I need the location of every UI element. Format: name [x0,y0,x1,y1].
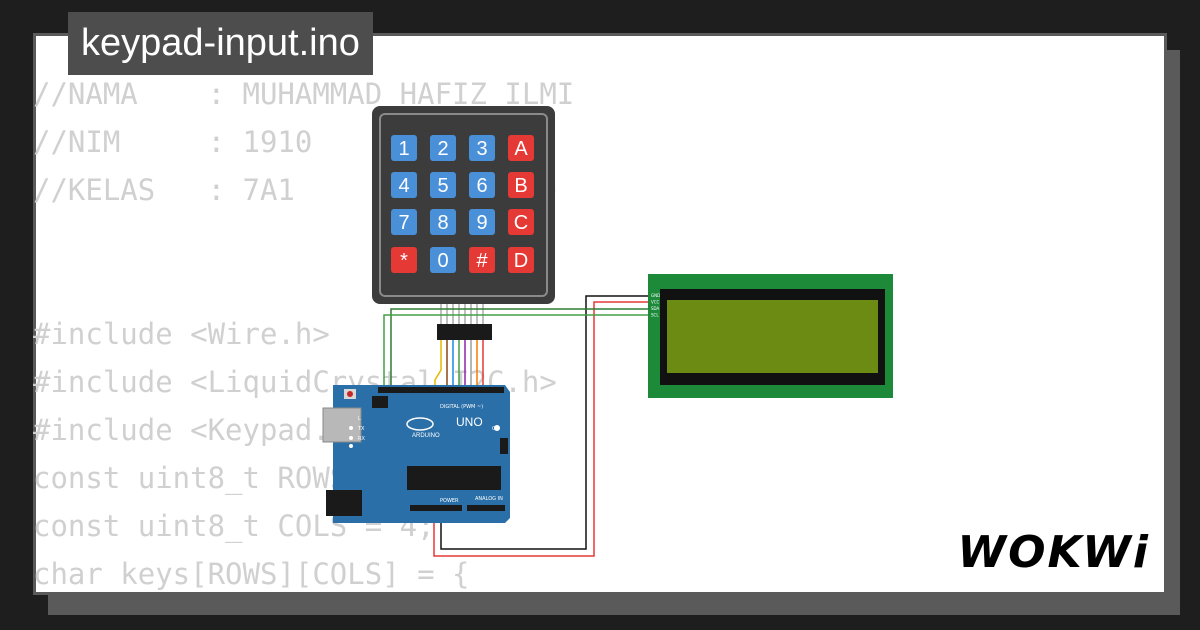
keypad-key-label: 1 [398,138,409,160]
power-header [410,505,462,511]
arduino-uno: TX RX L ON DIGITAL (PWM ~) ANALOG IN POW… [322,385,510,523]
keypad: 1 2 3 A 4 5 6 B 7 8 9 C * 0 # D [372,106,555,340]
keypad-key[interactable] [508,247,534,273]
keypad-key-label: 9 [476,212,487,234]
arduino-infinity-icon [406,417,434,431]
lcd-pin-label: SDA [651,306,660,311]
keypad-key[interactable] [508,135,534,161]
keypad-key[interactable] [391,247,417,273]
keypad-key-label: 3 [476,138,487,160]
code-line: char keys[ROWS][COLS] = { [33,557,470,591]
on-label: ON [492,426,500,432]
keypad-key-label: B [514,175,527,197]
board-brand: ARDUINO [412,433,440,439]
file-title: keypad-input.ino [68,12,373,75]
keypad-key-label: 0 [437,250,448,272]
lcd-wires [383,295,650,557]
power-label: POWER [440,498,459,504]
keypad-key[interactable] [508,209,534,235]
keypad-key-label: C [514,212,528,234]
keypad-key-label: 5 [437,175,448,197]
code-line: //NIM : 1910 [33,125,313,159]
usb-port [322,407,362,443]
lcd-pin-label: VCC [651,300,660,305]
power-jack [326,490,362,516]
wokwi-logo: WOKWi [957,527,1150,578]
atmega-chip [407,466,501,490]
keypad-key-label: 8 [437,212,448,234]
keypad-key-label: D [514,250,528,272]
keypad-wires [434,340,484,392]
analog-header [467,505,505,511]
keypad-key[interactable] [391,172,417,198]
tx-label: TX [357,426,365,432]
analog-label: ANALOG IN [475,496,503,502]
keypad-key-label: * [400,250,408,272]
keypad-key-label: A [514,138,528,160]
keypad-key-label: 6 [476,175,487,197]
code-line: //NAMA : MUHAMMAD HAFIZ ILMI [33,77,575,111]
keypad-key[interactable] [469,135,495,161]
keypad-key-label: 7 [398,212,409,234]
keypad-key[interactable] [430,209,456,235]
keypad-key[interactable] [469,209,495,235]
code-line: #include <Wire.h> [33,317,330,351]
keypad-key-label: 2 [437,138,448,160]
keypad-border [379,113,548,297]
keypad-key[interactable] [430,172,456,198]
digital-header [378,387,504,393]
keypad-key[interactable] [430,135,456,161]
keypad-key[interactable] [469,172,495,198]
lcd-screen [667,300,878,373]
board-model: UNO [456,415,483,429]
l-label: L [358,416,361,422]
rx-label: RX [358,436,365,442]
digital-label: DIGITAL (PWM ~) [440,404,483,410]
keypad-key[interactable] [469,247,495,273]
lcd-pin-label: SCL [651,313,659,318]
preview-card [33,33,1167,595]
keypad-key-label: # [476,250,488,272]
lcd-pin-label: GND [651,293,660,298]
keypad-key[interactable] [508,172,534,198]
keypad-key[interactable] [391,135,417,161]
keypad-key[interactable] [430,247,456,273]
keypad-key-label: 4 [398,175,409,197]
keypad-header [437,324,492,340]
keypad-key[interactable] [391,209,417,235]
